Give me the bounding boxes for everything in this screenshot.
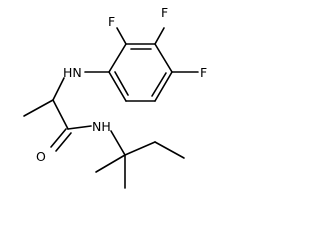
bond-c-f-top-left (116, 27, 127, 45)
ring-bond-3 (154, 71, 173, 102)
bond-carbonyl-o-2 (55, 132, 72, 152)
bond-c-f-top-right (154, 27, 165, 45)
atom-label-f-top-right: F (161, 5, 168, 20)
bond-n-quaternary-carbon (110, 130, 126, 156)
ring-bond-2 (154, 43, 173, 73)
bond-carbonyl-o-1 (50, 128, 67, 148)
bond-carbonyl-n (67, 125, 92, 130)
ring-double-bond-3 (114, 71, 129, 96)
benzene-ring (108, 43, 173, 102)
structure-diagram: F F F HN NH O (23, 5, 207, 189)
bond-n-alpha-carbon (52, 77, 65, 101)
atom-label-f-top-left: F (108, 14, 115, 29)
bond-quaternary-ethyl-ch2 (124, 141, 156, 156)
atom-label-amine-nh: HN (63, 65, 82, 80)
bond-alpha-methyl (23, 99, 54, 117)
bond-alpha-carbonyl (52, 99, 69, 130)
atom-label-carbonyl-o: O (36, 149, 46, 164)
ring-double-bond-2 (151, 72, 167, 97)
ring-bond-6 (108, 43, 127, 73)
bond-ethyl-ch3 (154, 141, 185, 159)
atom-label-f-right: F (200, 65, 207, 80)
ring-bond-5 (108, 71, 127, 102)
atom-label-amide-nh: NH (92, 119, 111, 134)
bond-quaternary-methyl-left (95, 154, 126, 173)
